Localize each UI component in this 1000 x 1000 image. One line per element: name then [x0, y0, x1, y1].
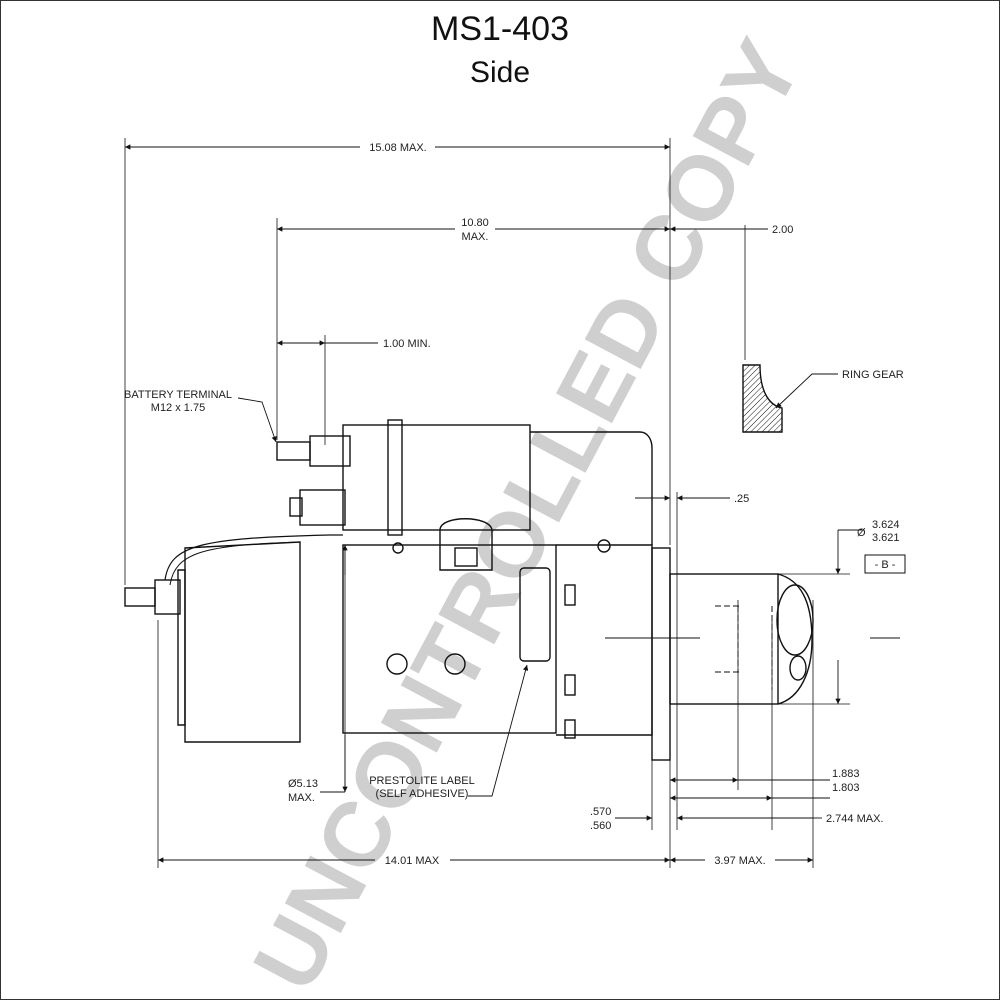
diameter-symbol: Ø: [857, 527, 866, 539]
watermark: UNCONTROLLED COPY: [234, 24, 821, 1000]
dim-pinion-hi: 1.883: [832, 768, 860, 780]
datum-box: [864, 554, 906, 574]
dim-flange-thk-hi: .570: [590, 806, 611, 818]
dim-length-max: 14.01 MAX: [385, 855, 440, 867]
drawing-subtitle: Side: [469, 56, 531, 89]
label-note-b: (SELF ADHESIVE): [376, 788, 469, 800]
dim-overall-max: 15.08 MAX.: [369, 142, 426, 154]
battery-terminal-label-b: M12 x 1.75: [151, 402, 205, 414]
centerlines: [605, 605, 900, 690]
battery-terminal: [276, 441, 311, 461]
dim-nose-max: 3.97 MAX.: [714, 855, 765, 867]
dim-flange-gap: .25: [734, 493, 749, 505]
ring-gear-label: RING GEAR: [842, 369, 904, 381]
label-area: [519, 567, 551, 662]
dimension-lines: [125, 144, 862, 863]
dim-min-clearance: 1.00 MIN.: [383, 338, 431, 350]
datum-label: - B -: [875, 559, 896, 571]
dim-pilot-dia-hi: 3.624: [872, 519, 900, 531]
dim-ring-gear-offset: 2.00: [772, 224, 793, 236]
ring-gear-section: [742, 364, 783, 433]
dim-body-dia-b: MAX.: [288, 792, 315, 804]
drawing-title: MS1-403: [431, 10, 569, 48]
label-note-a: PRESTOLITE LABEL: [369, 775, 475, 787]
dim-solenoid-max-a: 10.80: [461, 217, 489, 229]
end-frame: [184, 541, 301, 743]
dim-flange-thk-lo: .560: [590, 820, 611, 832]
mounting-flange: [651, 547, 671, 761]
dim-body-dia-a: Ø5.13: [288, 778, 318, 790]
starter-assembly: [124, 419, 814, 761]
dim-pinion-max: 2.744 MAX.: [826, 813, 883, 825]
dim-pilot-dia-lo: 3.621: [872, 532, 900, 544]
solenoid: [342, 424, 531, 531]
motor-housing: [342, 544, 557, 734]
dim-solenoid-max-b: MAX.: [462, 231, 489, 243]
dim-pinion-lo: 1.803: [832, 782, 860, 794]
battery-terminal-label-a: BATTERY TERMINAL: [124, 389, 232, 401]
